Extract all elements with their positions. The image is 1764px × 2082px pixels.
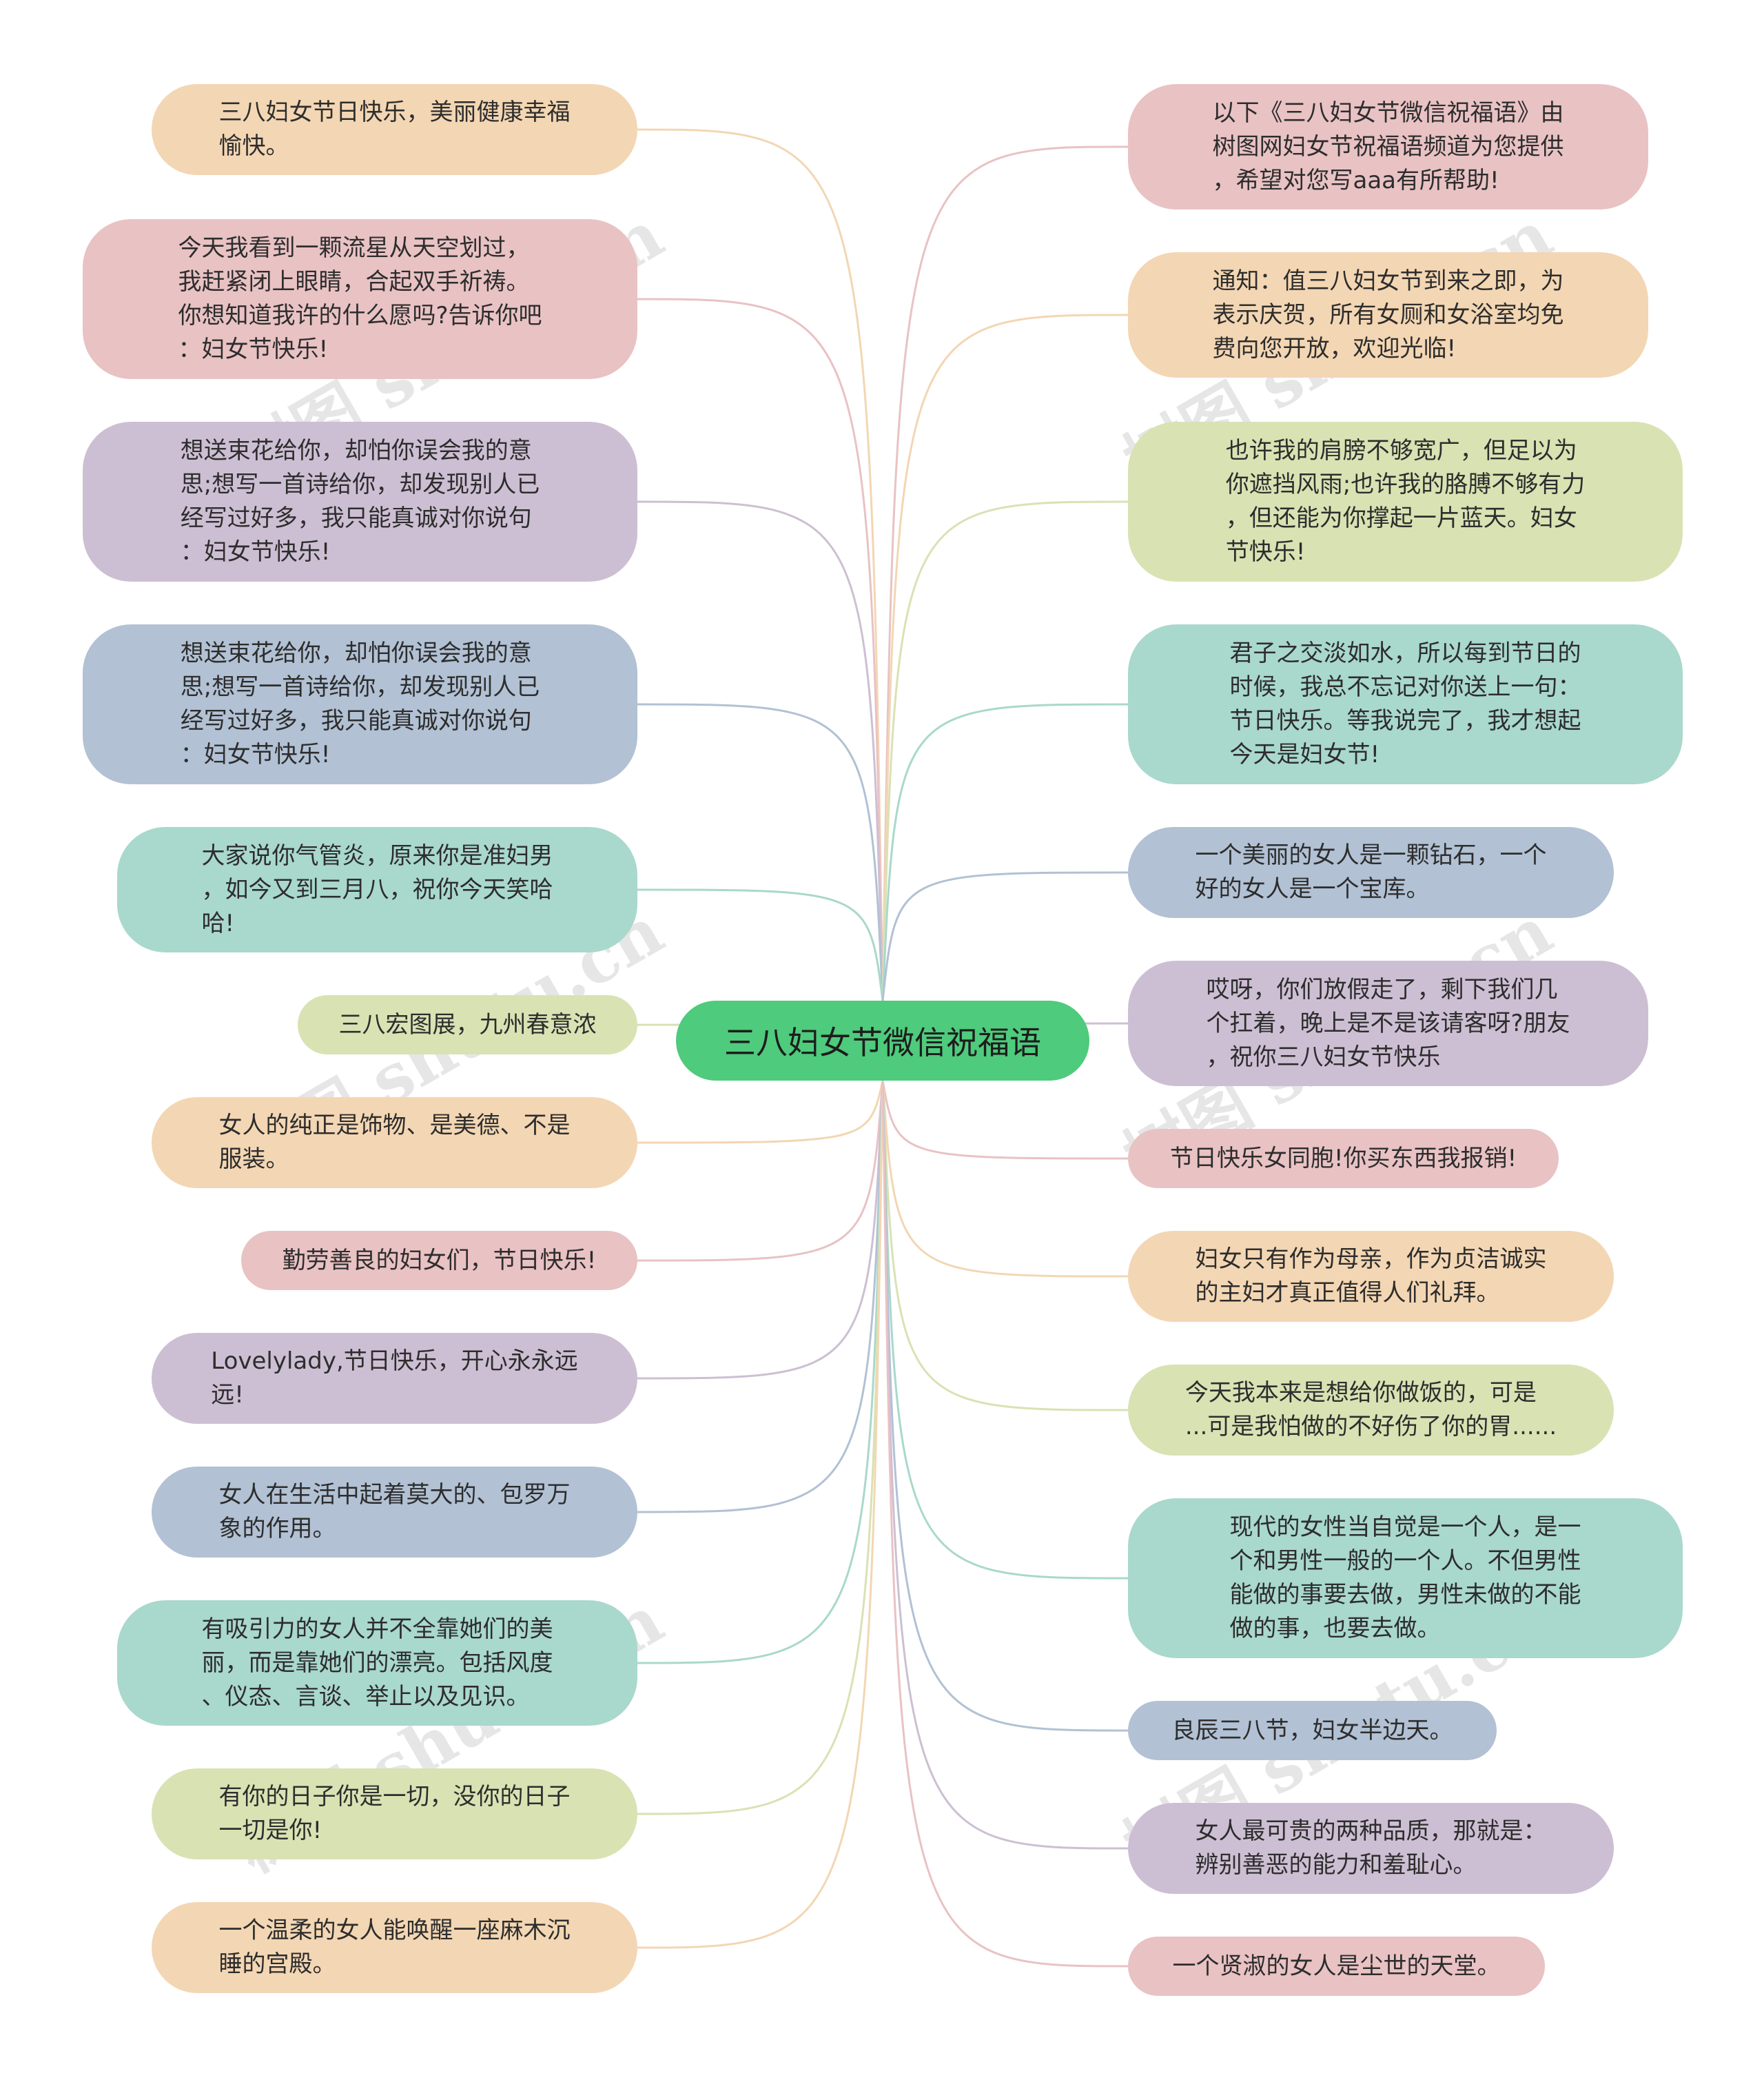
left-connector-13	[637, 1080, 884, 1949]
right-topic-text: 君子之交淡如水，所以每到节日的 时候，我总不忘记对你送上一句： 节日快乐。等我说…	[1229, 640, 1581, 768]
left-topic-7[interactable]: 女人的纯正是饰物、是美德、不是 服装。	[152, 1097, 637, 1188]
left-topic-10[interactable]: 女人在生活中起着莫大的、包罗万 象的作用。	[152, 1467, 637, 1558]
left-topic-9[interactable]: Lovelylady,节日快乐，开心永永远 远!	[152, 1333, 637, 1424]
left-connector-8	[637, 1080, 884, 1262]
left-connector-3	[637, 500, 884, 1001]
left-topic-2[interactable]: 今天我看到一颗流星从天空划过， 我赶紧闭上眼睛，合起双手祈祷。 你想知道我许的什…	[83, 219, 637, 379]
right-connector-2	[881, 314, 1129, 1001]
right-topic-13[interactable]: 一个贤淑的女人是尘世的天堂。	[1128, 1937, 1545, 1996]
left-topic-13[interactable]: 一个温柔的女人能唤醒一座麻木沉 睡的宫殿。	[152, 1902, 637, 1993]
left-topic-text: 今天我看到一颗流星从天空划过， 我赶紧闭上眼睛，合起双手祈祷。 你想知道我许的什…	[178, 234, 542, 363]
left-connector-4	[637, 703, 884, 1001]
right-connector-10	[881, 1080, 1129, 1580]
right-topic-text: 哎呀，你们放假走了，剩下我们几 个扛着，晚上是不是该请客呀?朋友 ，祝你三八妇女…	[1206, 975, 1570, 1071]
right-connector-9	[881, 1080, 1129, 1411]
right-topic-text: 今天我本来是想给你做饭的，可是 ...可是我怕做的不好伤了你的胃......	[1184, 1379, 1557, 1440]
right-connector-8	[881, 1080, 1129, 1278]
right-topic-11[interactable]: 良辰三八节，妇女半边天。	[1128, 1701, 1497, 1760]
right-topic-text: 妇女只有作为母亲，作为贞洁诚实 的主妇才真正值得人们礼拜。	[1195, 1245, 1547, 1307]
right-topic-5[interactable]: 一个美丽的女人是一颗钻石，一个 好的女人是一个宝库。	[1128, 827, 1614, 918]
right-topic-6[interactable]: 哎呀，你们放假走了，剩下我们几 个扛着，晚上是不是该请客呀?朋友 ，祝你三八妇女…	[1128, 961, 1648, 1086]
left-topic-text: 勤劳善良的妇女们，节日快乐!	[282, 1246, 597, 1274]
right-connector-13	[881, 1080, 1129, 1968]
left-topic-4[interactable]: 想送束花给你，却怕你误会我的意 思;想写一首诗给你，却发现别人已 经写过好多，我…	[83, 624, 637, 784]
left-topic-text: 想送束花给你，却怕你误会我的意 思;想写一首诗给你，却发现别人已 经写过好多，我…	[180, 640, 540, 768]
left-connector-11	[637, 1080, 884, 1664]
left-topic-11[interactable]: 有吸引力的女人并不全靠她们的美 丽，而是靠她们的漂亮。包括风度 、仪态、言谈、举…	[117, 1600, 637, 1726]
right-connector-1	[881, 145, 1129, 1001]
right-topic-text: 女人最可贵的两种品质，那就是： 辨别善恶的能力和羞耻心。	[1195, 1817, 1547, 1879]
left-topic-text: 有吸引力的女人并不全靠她们的美 丽，而是靠她们的漂亮。包括风度 、仪态、言谈、举…	[201, 1615, 553, 1711]
right-connector-12	[881, 1080, 1129, 1850]
left-topic-text: 想送束花给你，却怕你误会我的意 思;想写一首诗给你，却发现别人已 经写过好多，我…	[180, 437, 540, 566]
right-connector-4	[881, 703, 1129, 1001]
right-topic-text: 现代的女性当自觉是一个人，是一 个和男性一般的一个人。不但男性 能做的事要去做，…	[1229, 1513, 1581, 1642]
left-topic-5[interactable]: 大家说你气管炎，原来你是准妇男 ，如今又到三月八，祝你今天笑哈 哈!	[117, 827, 637, 952]
right-connector-11	[881, 1080, 1129, 1732]
left-topic-text: 三八妇女节日快乐，美丽健康幸福 愉快。	[218, 99, 571, 160]
right-topic-text: 以下《三八妇女节微信祝福语》由 树图网妇女节祝福语频道为您提供 ，希望对您写aa…	[1212, 99, 1564, 194]
left-connector-2	[637, 298, 884, 1001]
right-topic-text: 一个贤淑的女人是尘世的天堂。	[1172, 1952, 1501, 1980]
center-topic-label: 三八妇女节微信祝福语	[724, 1024, 1041, 1061]
left-connector-5	[637, 888, 884, 1001]
right-topic-12[interactable]: 女人最可贵的两种品质，那就是： 辨别善恶的能力和羞耻心。	[1128, 1803, 1614, 1894]
right-topic-7[interactable]: 节日快乐女同胞!你买东西我报销!	[1128, 1129, 1559, 1188]
right-topic-text: 良辰三八节，妇女半边天。	[1171, 1716, 1453, 1744]
left-topic-text: 一个温柔的女人能唤醒一座麻木沉 睡的宫殿。	[218, 1917, 571, 1978]
left-topic-6[interactable]: 三八宏图展，九州春意浓	[298, 995, 637, 1054]
right-topic-text: 节日快乐女同胞!你买东西我报销!	[1169, 1144, 1517, 1172]
right-topic-2[interactable]: 通知：值三八妇女节到来之即，为 表示庆贺，所有女厕和女浴室均免 费向您开放，欢迎…	[1128, 252, 1648, 378]
right-topic-text: 通知：值三八妇女节到来之即，为 表示庆贺，所有女厕和女浴室均免 费向您开放，欢迎…	[1212, 267, 1564, 363]
right-topic-4[interactable]: 君子之交淡如水，所以每到节日的 时候，我总不忘记对你送上一句： 节日快乐。等我说…	[1128, 624, 1683, 784]
right-topic-1[interactable]: 以下《三八妇女节微信祝福语》由 树图网妇女节祝福语频道为您提供 ，希望对您写aa…	[1128, 84, 1648, 210]
left-topic-text: 女人的纯正是饰物、是美德、不是 服装。	[218, 1112, 571, 1173]
right-connector-5	[881, 871, 1129, 1001]
left-connector-12	[637, 1080, 884, 1815]
left-topic-text: Lovelylady,节日快乐，开心永永远 远!	[211, 1347, 578, 1409]
right-topic-text: 也许我的肩膀不够宽广，但足以为 你遮挡风雨;也许我的胳膊不够有力 ，但还能为你撑…	[1225, 437, 1586, 566]
left-topic-12[interactable]: 有你的日子你是一切，没你的日子 一切是你!	[152, 1768, 637, 1859]
left-topic-8[interactable]: 勤劳善良的妇女们，节日快乐!	[241, 1231, 637, 1290]
left-connector-7	[637, 1080, 884, 1144]
left-topic-1[interactable]: 三八妇女节日快乐，美丽健康幸福 愉快。	[152, 84, 637, 175]
left-connector-10	[637, 1080, 884, 1513]
left-topic-text: 女人在生活中起着莫大的、包罗万 象的作用。	[218, 1481, 571, 1542]
left-topic-text: 大家说你气管炎，原来你是准妇男 ，如今又到三月八，祝你今天笑哈 哈!	[201, 841, 553, 937]
right-topic-text: 一个美丽的女人是一颗钻石，一个 好的女人是一个宝库。	[1195, 841, 1547, 903]
right-connector-7	[881, 1080, 1129, 1160]
right-connector-3	[881, 500, 1129, 1001]
center-topic[interactable]: 三八妇女节微信祝福语	[676, 1001, 1089, 1081]
right-topic-8[interactable]: 妇女只有作为母亲，作为贞洁诚实 的主妇才真正值得人们礼拜。	[1128, 1231, 1614, 1322]
right-topic-9[interactable]: 今天我本来是想给你做饭的，可是 ...可是我怕做的不好伤了你的胃......	[1128, 1365, 1614, 1456]
right-topic-10[interactable]: 现代的女性当自觉是一个人，是一 个和男性一般的一个人。不但男性 能做的事要去做，…	[1128, 1498, 1683, 1658]
right-topic-3[interactable]: 也许我的肩膀不够宽广，但足以为 你遮挡风雨;也许我的胳膊不够有力 ，但还能为你撑…	[1128, 422, 1683, 582]
left-topic-text: 有你的日子你是一切，没你的日子 一切是你!	[218, 1783, 571, 1844]
left-connector-9	[637, 1080, 884, 1380]
left-connector-1	[637, 128, 884, 1001]
left-topic-text: 三八宏图展，九州春意浓	[338, 1010, 597, 1039]
left-topic-3[interactable]: 想送束花给你，却怕你误会我的意 思;想写一首诗给你，却发现别人已 经写过好多，我…	[83, 422, 637, 582]
